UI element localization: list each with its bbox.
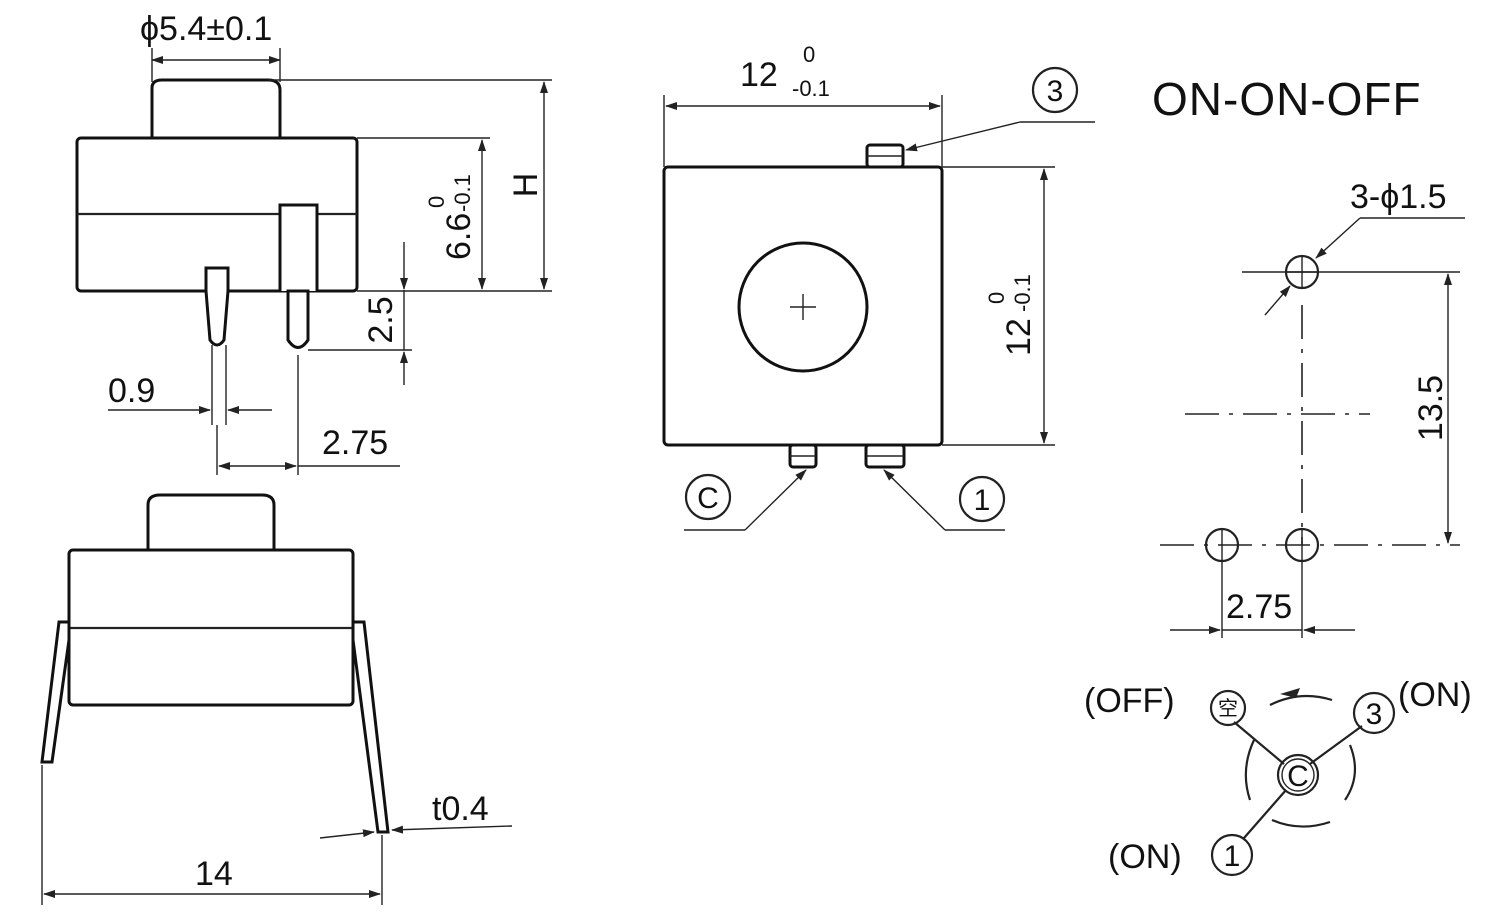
side-actuator — [150, 78, 282, 138]
front-lead-left — [40, 620, 71, 764]
pcb-title: ON-ON-OFF — [1152, 73, 1422, 125]
dim-top-width-tol-upper: 0 — [803, 42, 815, 67]
switch-off-label: (OFF) — [1084, 682, 1175, 720]
front-actuator — [146, 493, 276, 550]
dim-top-height: 12 — [1000, 318, 1038, 356]
pcb-hole-spec: 3-ϕ1.5 — [1350, 178, 1447, 216]
switch-terminal-empty-label: 空 — [1218, 697, 1238, 720]
front-view: 14 t0.4 — [40, 493, 513, 905]
front-lead-right — [351, 620, 390, 834]
switch-terminal-1-label: 1 — [1224, 840, 1241, 873]
dim-front-width: 14 — [195, 855, 233, 893]
pcb-dim-vertical: 13.5 — [1412, 375, 1450, 441]
dim-top-width-tol-lower: -0.1 — [792, 76, 830, 101]
side-pin-left — [204, 266, 230, 347]
switch-on-bottom-label: (ON) — [1108, 838, 1182, 876]
dim-body-height: 6.6 — [440, 213, 478, 260]
dim-height-symbol: H — [507, 173, 545, 198]
switch-terminal-c — [1276, 753, 1320, 797]
dim-top-width: 12 — [740, 56, 778, 94]
dim-pin-pitch: 2.75 — [322, 424, 388, 462]
dim-lead-thickness: t0.4 — [432, 790, 489, 828]
switch-terminal-c-label: C — [1287, 760, 1309, 793]
switch-terminal-1 — [1210, 833, 1254, 877]
callout-pin-c-label: C — [697, 482, 719, 515]
dim-body-height-tol-upper: 0 — [424, 196, 449, 208]
side-view: ϕ5.4±0.1 H 6.6 0 -0.1 2.5 0.9 2.75 — [75, 10, 552, 475]
switch-diagram: C 空 3 1 (OFF) (ON) (ON) — [1084, 676, 1472, 877]
callout-pin-1 — [958, 475, 1006, 523]
dim-actuator-diameter: ϕ5.4±0.1 — [140, 10, 272, 48]
dim-pin-length: 2.5 — [362, 296, 400, 343]
dim-top-height-tol-lower: -0.1 — [1010, 274, 1035, 312]
dim-top-height-tol-upper: 0 — [984, 292, 1009, 304]
pcb-dim-horizontal: 2.75 — [1226, 588, 1292, 626]
switch-terminal-empty — [1209, 689, 1247, 727]
side-pin-right — [286, 289, 310, 349]
switch-on-right-label: (ON) — [1398, 676, 1472, 714]
side-terminal-tab — [278, 203, 319, 291]
callout-pin-3 — [1031, 66, 1079, 114]
switch-terminal-3-label: 3 — [1366, 698, 1383, 731]
top-view: 12 0 -0.1 12 0 -0.1 3 C 1 — [662, 42, 1095, 531]
callout-pin-3-label: 3 — [1047, 75, 1064, 108]
switch-terminal-3 — [1352, 691, 1396, 735]
pcb-layout: ON-ON-OFF 3-ϕ1.5 13.5 2.75 — [1152, 73, 1465, 638]
dim-body-height-tol-lower: -0.1 — [450, 174, 475, 212]
callout-pin-c — [684, 473, 732, 521]
dim-pin-width: 0.9 — [108, 372, 155, 410]
callout-pin-1-label: 1 — [974, 484, 991, 517]
